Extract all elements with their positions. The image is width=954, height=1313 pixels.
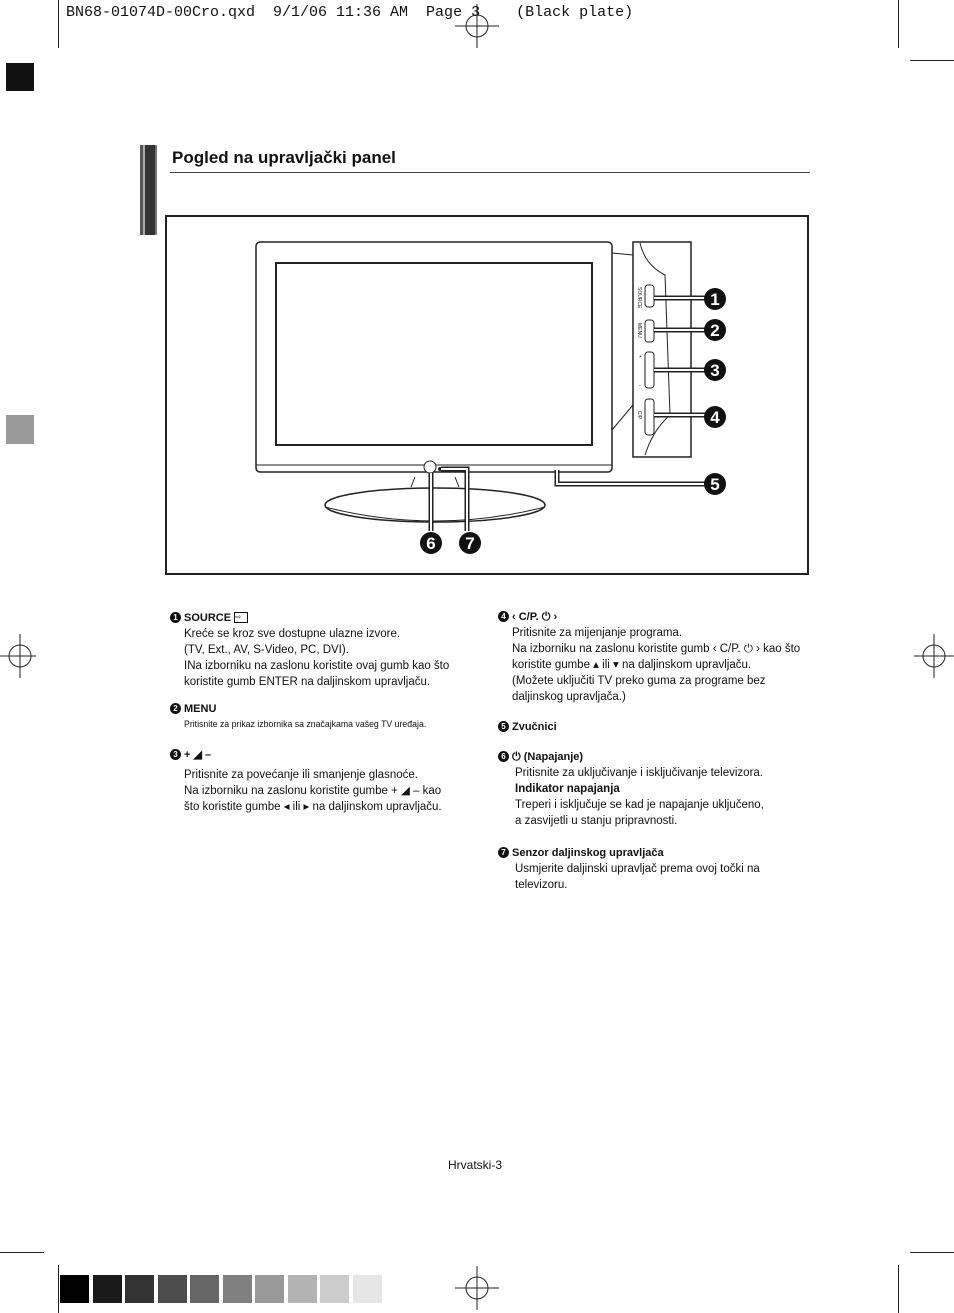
- volume-side-button: [644, 351, 655, 389]
- item-line: televizoru.: [515, 879, 568, 891]
- item-number: 1: [170, 612, 181, 624]
- item-line: (Možete uključiti TV preko guma za progr…: [512, 675, 766, 687]
- item-line: daljinskog upravljača.): [512, 691, 626, 703]
- item-title: ⏻ (Napajanje): [512, 751, 584, 763]
- item-line: Kreće se kroz sve dostupne ulazne izvore…: [184, 628, 401, 640]
- item-line: Treperi i isključuje se kad je napajanje…: [515, 799, 764, 811]
- print-tab-gray: [6, 415, 34, 444]
- side-label-minus: -: [639, 383, 641, 389]
- side-label-source: SOURCE: [636, 287, 642, 309]
- item-number: 7: [498, 847, 509, 859]
- item-line: Na izborniku na zaslonu koristite gumb ‹…: [512, 643, 801, 655]
- callout-6: 6: [426, 534, 435, 553]
- crop-mark: [910, 60, 954, 61]
- item-number: 5: [498, 721, 509, 733]
- item-title: Zvučnici: [512, 721, 557, 733]
- registration-mark-icon: [455, 4, 499, 48]
- registration-mark-icon: [914, 634, 954, 678]
- item-title: Senzor daljinskog upravljača: [512, 847, 664, 859]
- crop-mark: [58, 1265, 59, 1313]
- print-header: BN68-01074D-00Cro.qxd 9/1/06 11:36 AM Pa…: [66, 4, 634, 21]
- tv-stand: [324, 487, 546, 523]
- title-rule: [170, 172, 810, 173]
- side-panel: [632, 241, 692, 458]
- source-icon: ⇨: [234, 612, 249, 624]
- color-swatch: [60, 1275, 89, 1303]
- color-swatch: [352, 1275, 382, 1303]
- crop-mark: [58, 0, 59, 48]
- item-number: 2: [170, 703, 181, 715]
- item-line: a zasvijetli u stanju pripravnosti.: [515, 815, 678, 827]
- item-6: 6⏻ (Napajanje) Pritisnite za uključivanj…: [498, 749, 818, 829]
- color-swatch: [287, 1275, 317, 1303]
- item-line: Indikator napajanja: [515, 783, 620, 795]
- callout-1: 1: [710, 290, 719, 309]
- crop-mark: [898, 0, 899, 48]
- item-line: Pritisnite za povećanje ili smanjenje gl…: [184, 769, 418, 781]
- color-swatch: [222, 1275, 252, 1303]
- item-line: Pritisnite za mijenjanje programa.: [512, 627, 683, 639]
- color-swatch: [92, 1275, 122, 1303]
- item-line: Pritisnite za prikaz izbornika sa značaj…: [184, 719, 427, 730]
- item-line: INa izborniku na zaslonu koristite ovaj …: [184, 660, 450, 672]
- title-bar-decoration: [140, 145, 157, 235]
- item-line: što koristite gumbe ◂ ili ▸ na daljinsko…: [184, 801, 442, 813]
- registration-mark-icon: [455, 1266, 499, 1310]
- crop-mark: [910, 1252, 954, 1253]
- item-line: Pritisnite za uključivanje i isključivan…: [515, 767, 763, 779]
- figure-frame: [165, 215, 809, 575]
- callout-7: 7: [465, 534, 474, 553]
- item-number: 6: [498, 751, 509, 763]
- item-line: koristite gumbe ▴ ili ▾ na daljinskom up…: [512, 659, 752, 671]
- item-line: (TV, Ext., AV, S-Video, PC, DVI).: [184, 644, 349, 656]
- page-title: Pogled na upravljački panel: [172, 148, 396, 167]
- menu-side-button: [644, 319, 655, 343]
- item-title: + ◢ –: [184, 749, 212, 761]
- item-number: 4: [498, 611, 509, 623]
- item-title: MENU: [184, 703, 217, 715]
- item-line: Na izborniku na zaslonu koristite gumbe …: [184, 785, 442, 797]
- item-title: SOURCE: [184, 612, 232, 624]
- side-label-plus: +: [639, 354, 642, 360]
- crop-mark: [0, 1252, 44, 1253]
- tv-screen: [275, 262, 593, 446]
- power-led: [423, 460, 437, 474]
- color-swatch: [255, 1275, 284, 1303]
- callout-4: 4: [710, 408, 720, 427]
- tv-diagram: 1 2 3 4 5 6 7 SOURCE MENU + - C/P: [255, 241, 726, 554]
- crop-mark: [898, 1265, 899, 1313]
- color-swatch: [190, 1275, 219, 1303]
- color-swatch: [157, 1275, 187, 1303]
- color-swatch: [320, 1275, 349, 1303]
- print-tab-black: [6, 63, 34, 91]
- side-label-menu: MENU: [636, 323, 642, 338]
- item-title: ‹ C/P. ⏻ ›: [512, 611, 558, 623]
- right-column: 4‹ C/P. ⏻ › Pritisnite za mijenjanje pro…: [498, 609, 818, 893]
- item-line: Usmjerite daljinski upravljač prema ovoj…: [515, 863, 760, 875]
- callout-2: 2: [710, 321, 719, 340]
- source-side-button: [644, 284, 655, 308]
- side-label-cp: C/P: [636, 411, 642, 420]
- item-4: 4‹ C/P. ⏻ › Pritisnite za mijenjanje pro…: [498, 609, 818, 705]
- item-line: koristite gumb ENTER na daljinskom uprav…: [184, 676, 431, 688]
- channel-side-button: [644, 398, 655, 436]
- registration-mark-icon: [0, 634, 36, 678]
- item-3: 3+ ◢ – Pritisnite za povećanje ili smanj…: [170, 747, 470, 815]
- callout-3: 3: [710, 361, 719, 380]
- item-number: 3: [170, 749, 181, 761]
- callout-5: 5: [710, 475, 719, 494]
- page-footer: Hrvatski-3: [448, 1158, 503, 1172]
- color-swatch: [125, 1275, 154, 1303]
